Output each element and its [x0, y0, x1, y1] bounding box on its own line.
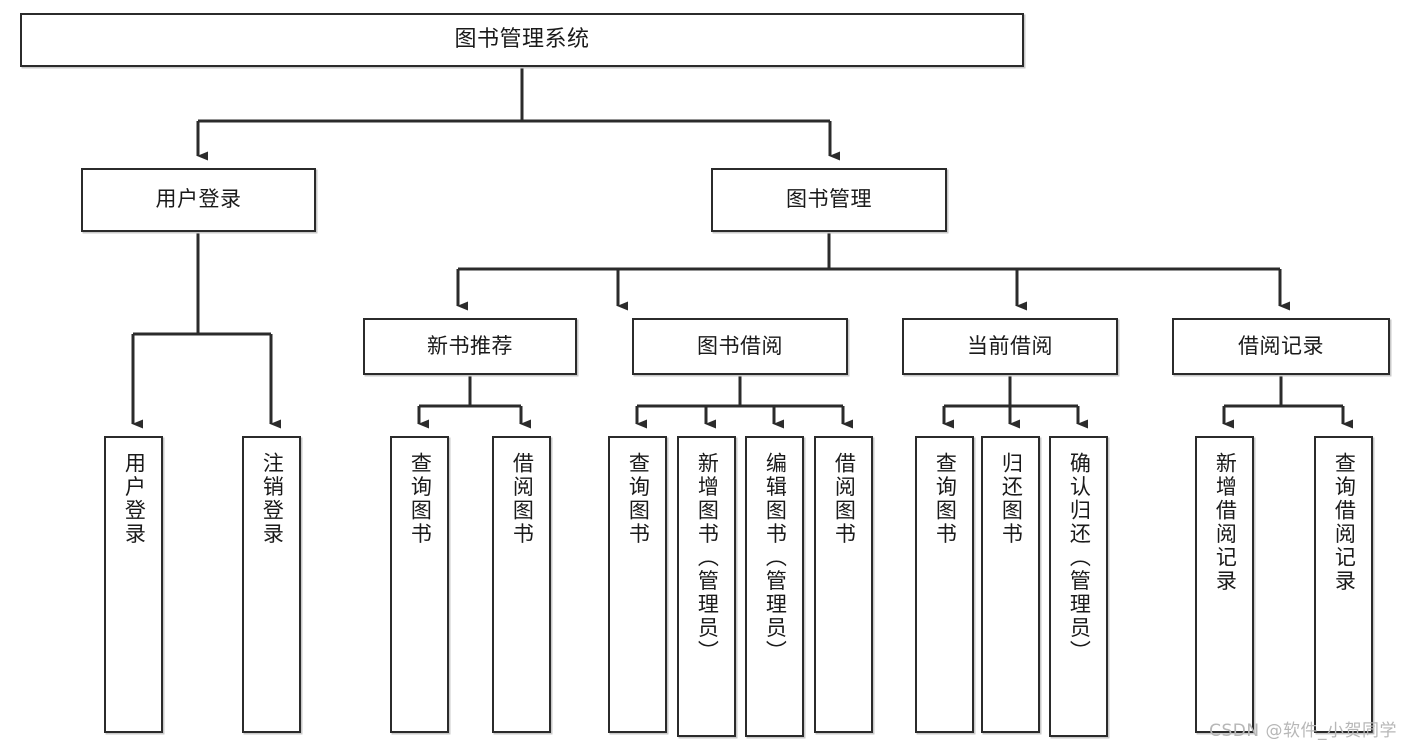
node-label: 查询借阅记录 — [1332, 452, 1357, 593]
leaf-borrow-book[interactable]: 借阅图书 — [814, 436, 873, 733]
node-label: 确认归还（管理员） — [1067, 452, 1092, 664]
node-label: 用户登录 — [155, 187, 242, 212]
leaf-borrow-book-recommend[interactable]: 借阅图书 — [492, 436, 551, 733]
node-label: 图书管理 — [786, 187, 872, 212]
node-current-borrow[interactable]: 当前借阅 — [902, 318, 1118, 375]
node-label: 归还图书 — [999, 452, 1024, 546]
node-label: 当前借阅 — [967, 333, 1053, 358]
node-book-management[interactable]: 图书管理 — [711, 168, 947, 232]
leaf-return-book[interactable]: 归还图书 — [981, 436, 1040, 733]
leaf-confirm-return-admin[interactable]: 确认归还（管理员） — [1049, 436, 1108, 737]
node-book-borrow[interactable]: 图书借阅 — [632, 318, 848, 375]
leaf-add-borrow-record[interactable]: 新增借阅记录 — [1195, 436, 1254, 733]
node-label: 借阅记录 — [1238, 333, 1324, 358]
leaf-query-book-borrow[interactable]: 查询图书 — [608, 436, 667, 733]
leaf-query-book-current[interactable]: 查询图书 — [915, 436, 974, 733]
node-label: 查询图书 — [408, 452, 433, 546]
leaf-query-borrow-record[interactable]: 查询借阅记录 — [1314, 436, 1373, 733]
node-label: 新增借阅记录 — [1213, 452, 1238, 593]
leaf-add-book-admin[interactable]: 新增图书（管理员） — [677, 436, 736, 737]
node-label: 注销登录 — [260, 452, 285, 546]
node-label: 查询图书 — [933, 452, 958, 546]
leaf-query-book-recommend[interactable]: 查询图书 — [390, 436, 449, 733]
node-label: 查询图书 — [626, 452, 651, 546]
node-label: 借阅图书 — [832, 452, 857, 546]
node-label: 新书推荐 — [427, 333, 513, 358]
node-label: 用户登录 — [122, 452, 147, 546]
node-new-book-recommend[interactable]: 新书推荐 — [363, 318, 577, 375]
leaf-user-login[interactable]: 用户登录 — [104, 436, 163, 733]
node-user-login[interactable]: 用户登录 — [81, 168, 316, 232]
node-root-book-management-system[interactable]: 图书管理系统 — [20, 13, 1024, 67]
node-label: 新增图书（管理员） — [695, 452, 720, 664]
leaf-edit-book-admin[interactable]: 编辑图书（管理员） — [745, 436, 804, 737]
node-label: 借阅图书 — [510, 452, 535, 546]
node-label: 编辑图书（管理员） — [763, 452, 788, 664]
node-label: 图书管理系统 — [454, 26, 590, 52]
leaf-user-logout[interactable]: 注销登录 — [242, 436, 301, 733]
node-borrow-record[interactable]: 借阅记录 — [1172, 318, 1390, 375]
watermark-text: CSDN @软件_小贺同学 — [1209, 721, 1397, 741]
node-label: 图书借阅 — [697, 333, 783, 358]
